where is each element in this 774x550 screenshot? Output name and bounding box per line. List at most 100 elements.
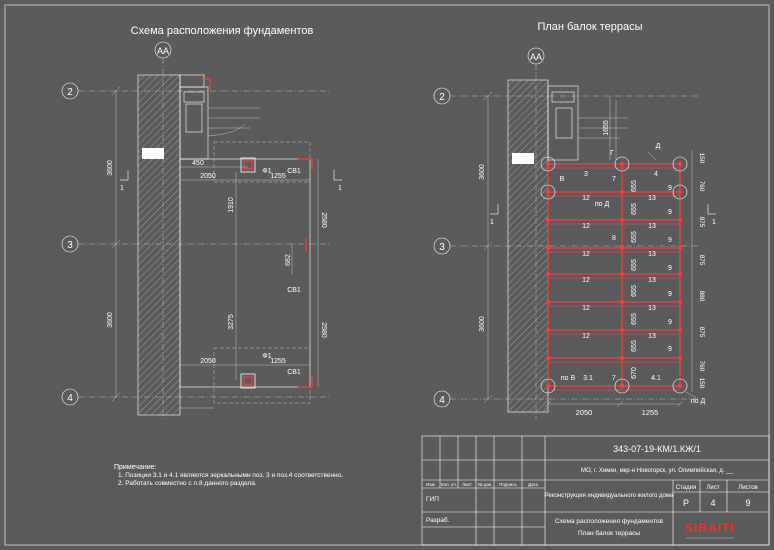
beam-dim: 655 [631,180,638,192]
beam-label: 3.1 [583,375,593,382]
column-label: 9 [668,237,672,244]
beam-dim: 655 [631,203,638,215]
beam-node [619,327,625,333]
section-mark-right-right: 1 [712,219,716,226]
beam-dim: 655 [631,259,638,271]
foundation-plan-title: Схема расположения фундаментов [131,25,314,37]
pile-bottom [240,373,256,389]
notes: Примечание: 1. Позиции 3.1 и 4.1 являютс… [114,464,343,487]
column-header: Изм. [426,482,436,487]
beam-label: 7 [612,176,616,183]
dim-1255-bottom: 1255 [270,358,286,365]
beam-label: 4.1 [651,375,661,382]
beam-node [545,327,551,333]
role-developer: Разраб. [426,516,450,524]
beam-label: 12 [582,277,590,284]
role-gip: ГИП [426,496,439,503]
dim-left-lower: 3600 [107,312,114,328]
beam-node [619,355,625,361]
dim-2580-bottom: 2580 [320,322,327,338]
beam-node [677,189,683,195]
beam-node [545,299,551,305]
beam-label: 12 [582,305,590,312]
beam-label: 13 [648,223,656,230]
pile-top [240,157,256,173]
dim-bottom-1255: 1255 [642,408,659,417]
dim-2580-top: 2580 [320,212,327,228]
address: МО, г. Химки, мкр-н Новогорск, ул. Олимп… [581,467,734,474]
column-header: Лист [462,482,472,487]
beam-label: 13 [648,195,656,202]
dim-right: 760 [698,181,705,192]
beam-label: 13 [648,305,656,312]
beam-node [677,217,683,223]
beam-label: 13 [648,251,656,258]
dim-1910: 1910 [228,197,235,213]
beam-node [545,383,551,389]
beam-label: 13 [648,333,656,340]
dim-right: 760 [698,361,705,372]
beam-node [677,327,683,333]
beam-dim: 655 [631,231,638,243]
marker-circle [672,378,688,394]
dim-3275: 3275 [228,314,235,330]
marker-po-d: по Д [595,201,610,208]
section-mark-right: 1 [338,185,342,192]
document-code: 343-07-19-КМ/1.КЖ/1 [613,444,701,454]
column-label: 9 [668,291,672,298]
existing-wall [137,74,181,416]
axis-label-3-right: 3 [439,242,445,253]
column-header: № док. [478,482,492,487]
axis-label-4: 4 [67,393,73,404]
column-header: Подпись [499,482,517,487]
dim-682: 682 [285,254,292,266]
beam-label: 12 [582,223,590,230]
label-sv1-mid: СВ1 [287,287,301,294]
label-f1-top: Ф1 [262,168,271,175]
existing-wall-right [507,79,549,413]
sheet-value: 4 [710,498,715,508]
stage-value: Р [683,498,689,508]
sheet-title-1: Схема расположения фундаментов [555,518,663,525]
label-sv1-top: СВ1 [287,168,301,175]
beam-label: 4 [654,171,658,178]
beam-node [545,355,551,361]
column-label: 9 [668,209,672,216]
sheet-title-2: План балок террасы [578,529,640,537]
column-label: 9 [668,346,672,353]
beam-node [545,245,551,251]
white-tag [142,148,164,159]
axis-label-aa: АА [157,46,169,56]
terrace-outline [179,158,311,388]
column-label: 8 [612,235,616,242]
marker-circle [672,156,688,172]
marker-circle [540,156,556,172]
column-label: 9 [668,319,672,326]
title-block: 343-07-19-КМ/1.КЖ/1 МО, г. Химки, мкр-н … [421,435,770,546]
beam-dim: 655 [631,313,638,325]
beam-dim: 670 [631,367,638,379]
beam-grid [540,156,688,394]
section-mark-left: 1 [120,185,124,192]
dim-1255-top: 1255 [270,173,286,180]
label-sv1-bottom: СВ1 [287,369,301,376]
marker-circle [540,378,556,394]
column-label: 9 [668,185,672,192]
dim-2050-top: 2050 [200,173,216,180]
beam-dim: 655 [631,340,638,352]
axis-label-3: 3 [67,240,73,251]
dim-bottom-2050: 2050 [576,408,593,417]
marker-po-d-bottom: по Д [691,398,706,405]
dim-right: 875 [698,217,705,228]
notes-heading: Примечание: [114,464,157,471]
beam-node [545,271,551,277]
axis-label-2: 2 [67,87,73,98]
beam-node [545,217,551,223]
beam-node [619,245,625,251]
dim-left-upper: 3600 [107,160,114,176]
beam-label: 12 [582,333,590,340]
beam-label: 12 [582,195,590,202]
marker-d: Д [656,143,661,150]
dim-right: 150 [698,153,705,164]
